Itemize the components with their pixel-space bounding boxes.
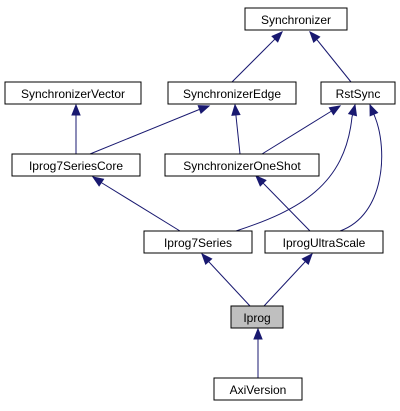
edge-iprog-to-iprog7-series (201, 252, 251, 307)
edge-rst-sync-to-synchronizer (309, 30, 352, 83)
node-box[interactable] (4, 81, 142, 105)
edge-synchronizer-one-shot-to-synchronizer-edge (231, 103, 241, 155)
edge-line (263, 183, 311, 232)
node-label: SynchronizerEdge (183, 87, 281, 101)
edge-iprog-ultra-scale-to-rst-sync (339, 103, 383, 232)
node-box[interactable] (264, 230, 384, 254)
node-box[interactable] (164, 153, 320, 177)
arrowhead (231, 103, 241, 116)
node-label: SynchronizerOneShot (183, 159, 301, 173)
edge-line (263, 262, 305, 307)
edge-line (339, 116, 383, 232)
node-synchronizer-vector[interactable]: SynchronizerVector (4, 81, 142, 105)
node-rst-sync[interactable]: RstSync (320, 81, 396, 105)
arrowhead (347, 103, 358, 117)
edge-iprog7-series-to-rst-sync (235, 103, 358, 232)
node-iprog7-series[interactable]: Iprog7Series (143, 230, 253, 254)
node-box[interactable] (11, 153, 141, 177)
edge-line (317, 40, 352, 83)
edge-synchronizer-one-shot-to-rst-sync (261, 105, 342, 155)
node-box[interactable] (320, 81, 396, 105)
node-label: RstSync (336, 87, 381, 101)
arrowhead (253, 327, 263, 340)
arrowhead (328, 105, 342, 116)
node-iprog-ultra-scale[interactable]: IprogUltraScale (264, 230, 384, 254)
node-box[interactable] (244, 7, 348, 31)
edge-iprog7-series-core-to-synchronizer-edge (89, 105, 211, 155)
edge-line (89, 109, 199, 155)
arrowhead (255, 175, 267, 187)
node-axi-version[interactable]: AxiVersion (213, 377, 303, 401)
node-iprog[interactable]: Iprog (230, 305, 284, 329)
node-synchronizer-one-shot[interactable]: SynchronizerOneShot (164, 153, 320, 177)
node-label: AxiVersion (230, 383, 287, 397)
edge-iprog-ultra-scale-to-synchronizer-one-shot (255, 175, 311, 232)
edge-line (231, 40, 274, 83)
arrowhead (71, 103, 81, 116)
edges-layer (71, 30, 383, 378)
node-label: Synchronizer (261, 13, 331, 27)
arrowhead (197, 105, 211, 115)
node-label: SynchronizerVector (21, 87, 125, 101)
edge-line (235, 116, 353, 232)
edge-iprog-to-iprog-ultra-scale (263, 252, 313, 307)
arrowhead (309, 30, 321, 43)
arrowhead (201, 252, 213, 265)
edge-axi-version-to-iprog (253, 327, 263, 378)
node-box[interactable] (230, 305, 284, 329)
arrowhead (301, 252, 313, 265)
arrowhead (271, 31, 283, 43)
edge-line (101, 182, 181, 232)
node-iprog7-series-core[interactable]: Iprog7SeriesCore (11, 153, 141, 177)
node-synchronizer-edge[interactable]: SynchronizerEdge (167, 81, 297, 105)
node-label: Iprog7SeriesCore (29, 159, 123, 173)
node-box[interactable] (167, 81, 297, 105)
node-label: Iprog (243, 311, 270, 325)
edge-iprog7-series-to-iprog7-series-core (91, 176, 181, 232)
edge-line (261, 111, 331, 155)
edge-iprog7-series-core-to-synchronizer-vector (71, 103, 81, 154)
arrowhead (91, 176, 105, 187)
arrowhead (369, 103, 379, 117)
node-box[interactable] (213, 377, 303, 401)
edge-line (235, 115, 241, 155)
edge-synchronizer-edge-to-synchronizer (231, 31, 283, 83)
node-label: Iprog7Series (164, 236, 232, 250)
edge-line (209, 262, 251, 307)
node-box[interactable] (143, 230, 253, 254)
node-label: IprogUltraScale (283, 236, 366, 250)
node-synchronizer[interactable]: Synchronizer (244, 7, 348, 31)
